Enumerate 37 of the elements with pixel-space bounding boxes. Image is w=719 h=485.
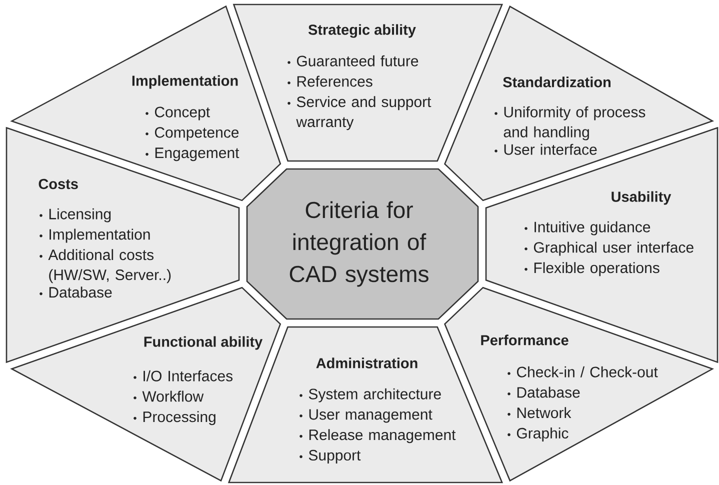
bullet-item: Graphic	[508, 428, 568, 442]
segment-heading: Usability	[612, 191, 672, 205]
bullet-item: Uniformity of process and handling	[494, 106, 646, 140]
bullet-item: Database	[40, 286, 112, 298]
bullet-item: Intuitive guidance	[524, 221, 650, 236]
bullet-item: Flexible operations	[524, 262, 660, 276]
bullet-item: Graphical user interface	[524, 242, 694, 256]
bullet-item: Processing	[134, 411, 216, 426]
criteria-segment	[10, 5, 282, 202]
bullet-item: Guaranteed future	[288, 55, 418, 66]
bullet-item: Service and support warranty	[288, 96, 432, 130]
bullet-item: Implementation	[40, 228, 150, 243]
segment-heading: Implementation	[132, 75, 238, 89]
bullet-item: Release management	[300, 429, 456, 444]
bullet-item: Support	[300, 450, 361, 464]
segment-heading: Costs	[38, 178, 78, 190]
bullet-item: Check-in / Check-out	[508, 366, 658, 378]
bullet-item: System architecture	[300, 388, 441, 402]
bullet-item: I/O Interfaces	[134, 370, 233, 382]
bullet-item: Additional costs (HW/SW, Server..)	[40, 249, 171, 284]
bullet-item: Competence	[146, 127, 239, 141]
segment-heading: Strategic ability	[308, 24, 416, 38]
segment-heading: Functional ability	[144, 336, 263, 350]
segment-heading: Administration	[316, 358, 418, 368]
bullet-item: User interface	[494, 144, 597, 155]
segment-heading: Standardization	[503, 76, 610, 88]
bullet-item: Concept	[146, 106, 210, 120]
bullet-item: Licensing	[40, 208, 111, 222]
bullet-item: Workflow	[134, 390, 204, 402]
bullet-item: Engagement	[146, 148, 240, 162]
center-octagon	[246, 168, 479, 320]
bullet-item: User management	[300, 409, 432, 423]
bullet-item: Database	[508, 386, 580, 398]
center-title: Criteria for integration of CAD systems	[290, 201, 428, 287]
bullet-item: Network	[508, 407, 572, 418]
bullet-item: References	[288, 76, 372, 87]
segment-heading: Performance	[481, 334, 568, 346]
